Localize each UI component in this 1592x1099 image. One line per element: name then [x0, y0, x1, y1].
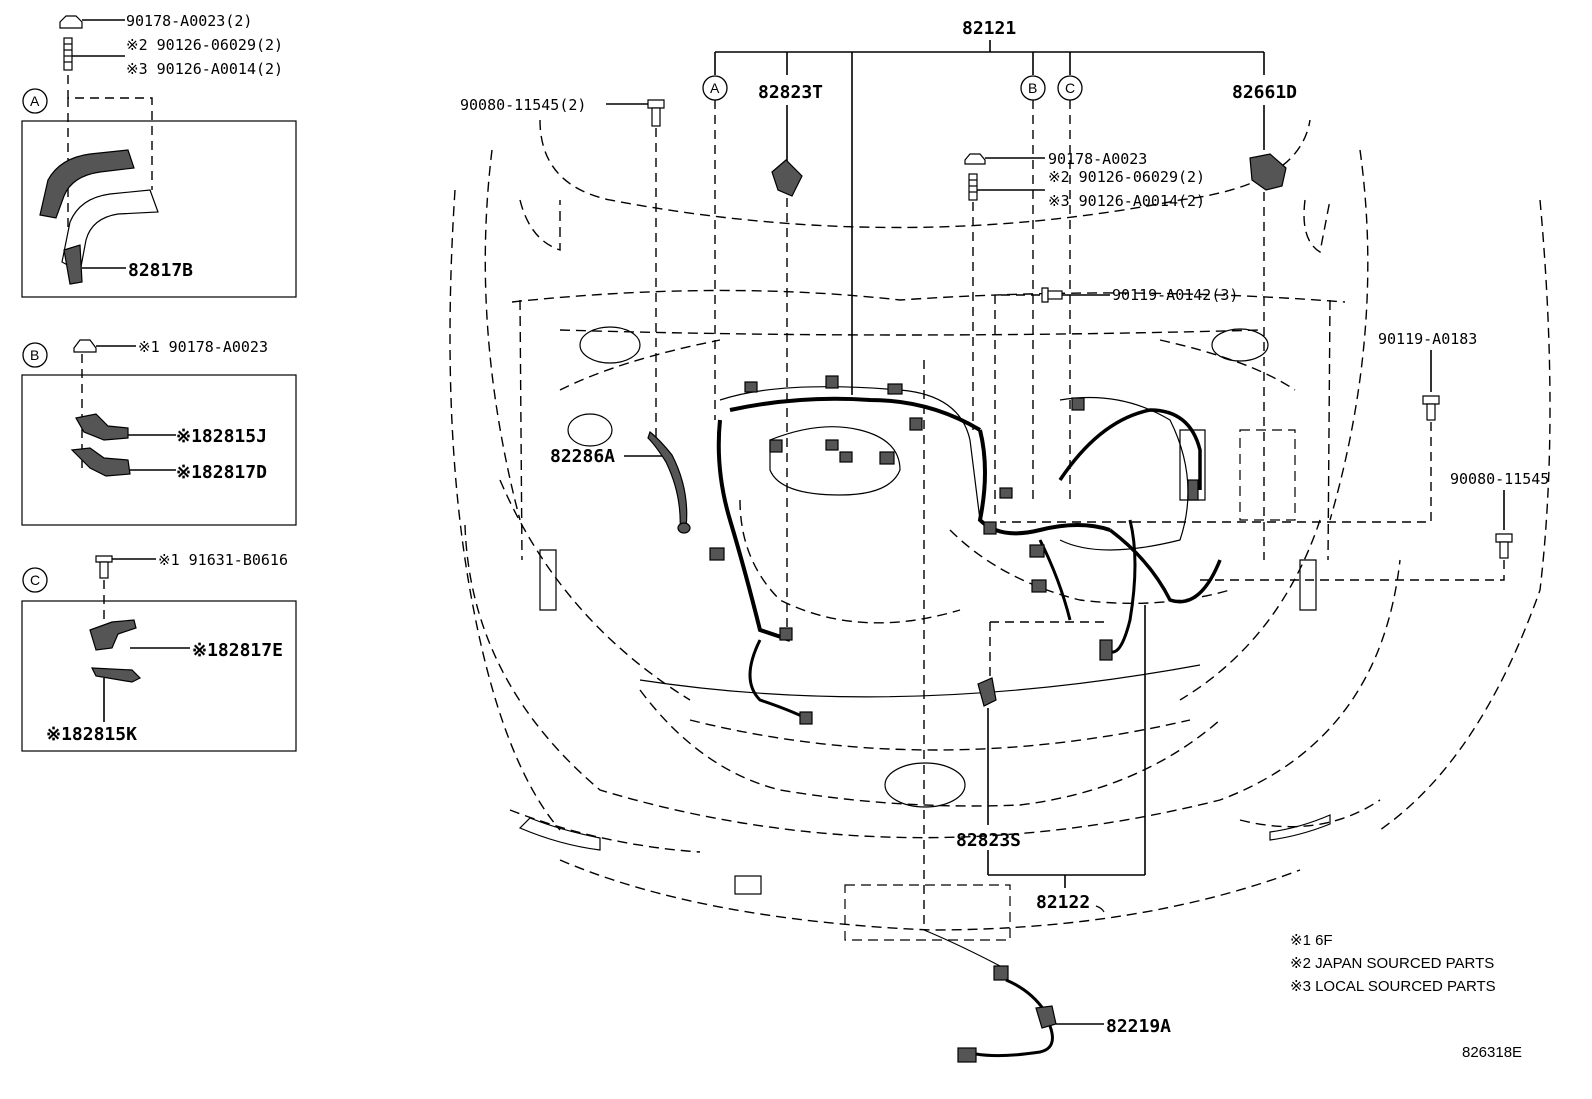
inset-a-group: 90178-A0023(2) ※2 90126-06029(2) ※3 9012… [21, 12, 297, 298]
bolt-far-right-label: 90080-11545 [1450, 470, 1549, 488]
relay-block-82661d-icon [1249, 153, 1287, 191]
nut-icon [964, 153, 986, 165]
inset-c-frame [21, 600, 297, 752]
nut-icon [73, 339, 136, 353]
inset-b-clamp-label: ※182815J [176, 426, 267, 447]
inset-a-stud-local-label: ※3 90126-A0014(2) [126, 60, 283, 78]
inset-b-protector-label: ※182817D [176, 462, 267, 483]
callout-a-circle [22, 88, 48, 114]
stud-icon [968, 173, 978, 201]
harness-82122-callout: 82122 [987, 605, 1146, 913]
bolt-icon [1495, 533, 1513, 559]
bolt-icon [95, 555, 156, 579]
harness-82121-callout: 82121 [714, 18, 1265, 395]
bolt-left-label: 90080-11545(2) [460, 96, 586, 114]
sensor-82219a-label: 82219A [1106, 1016, 1171, 1037]
stud-japan-label: ※2 90126-06029(2) [1048, 168, 1205, 186]
callout-b-letter: B [30, 347, 39, 363]
callout-c-circle [22, 567, 48, 593]
protector-82817e-icon [89, 619, 190, 651]
main-callout-a-letter: A [710, 80, 720, 96]
stud-icon [63, 37, 125, 71]
inset-a-protector-label: 82817B [128, 260, 193, 281]
harness-82121-label: 82121 [962, 18, 1016, 39]
inset-b-group: ※1 90178-A0023 B ※182815J ※182817D [21, 338, 297, 526]
callout-a-letter: A [30, 93, 40, 109]
inset-c-clamp-label: ※182815K [46, 724, 137, 745]
inset-c-group: ※1 91631-B0616 C ※182817E ※182815K [21, 551, 297, 752]
bolt-mid-label: 90119-A0142(3) [1112, 286, 1238, 304]
main-callout-b-letter: B [1028, 80, 1037, 96]
main-callout-c-letter: C [1065, 80, 1075, 96]
note-3: ※3 LOCAL SOURCED PARTS [1290, 978, 1496, 995]
relay-block-82661d-label: 82661D [1232, 82, 1297, 103]
note-1: ※1 6F [1290, 932, 1333, 949]
stud-local-label: ※3 90126-A0014(2) [1048, 192, 1205, 210]
harness-82122-label: 82122 [1036, 892, 1090, 913]
protector-82817b-icon [39, 149, 159, 285]
callout-b-circle [22, 342, 48, 368]
inset-c-bolt-label: ※1 91631-B0616 [158, 551, 288, 569]
inset-a-frame [21, 120, 297, 298]
inset-a-stud-japan-label: ※2 90126-06029(2) [126, 36, 283, 54]
protector-82286a-label: 82286A [550, 446, 615, 467]
bolt-icon [1041, 287, 1063, 303]
connector-82823t-label: 82823T [758, 82, 823, 103]
protector-82286a-icon [647, 430, 688, 531]
protector-82817d-icon [70, 447, 176, 477]
clamp-82815k-icon [91, 667, 142, 722]
nut-icon [59, 15, 125, 29]
wire-harness-82121 [716, 396, 1222, 722]
diagram-id: 826318E [1462, 1044, 1522, 1061]
connector-82823s-label: 82823S [956, 830, 1021, 851]
inset-b-frame [21, 374, 297, 526]
harness-connectors [709, 375, 1199, 725]
nut-label: 90178-A0023 [1048, 150, 1147, 168]
connector-82823s-icon [977, 677, 997, 707]
inset-a-nut-label: 90178-A0023(2) [126, 12, 252, 30]
connector-82823t-icon [771, 159, 803, 197]
engine-outline [719, 386, 1296, 624]
inset-b-nut-label: ※1 90178-A0023 [138, 338, 268, 356]
note-2: ※2 JAPAN SOURCED PARTS [1290, 955, 1494, 972]
bolt-right-label: 90119-A0183 [1378, 330, 1477, 348]
sensor-82219a-icon [957, 965, 1057, 1063]
clamp-82815j-icon [75, 413, 176, 441]
bolt-icon [647, 99, 665, 127]
callout-c-letter: C [30, 572, 40, 588]
inset-c-protector-label: ※182817E [192, 640, 283, 661]
bolt-icon [1422, 395, 1440, 421]
